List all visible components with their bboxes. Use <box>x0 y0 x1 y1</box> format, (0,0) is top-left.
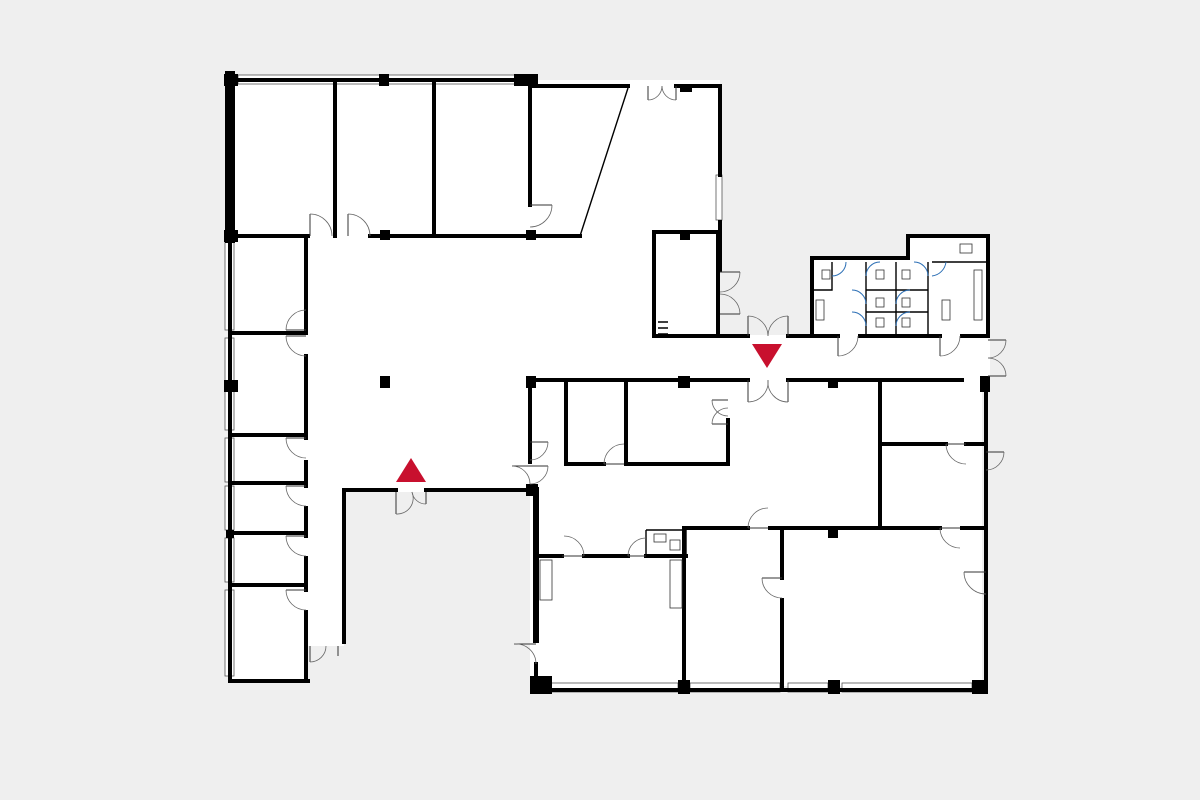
door <box>939 335 961 357</box>
entrance-marker-courtyard <box>396 458 426 482</box>
fixtures <box>539 321 683 609</box>
door <box>511 465 549 485</box>
door <box>309 213 333 237</box>
door <box>761 577 783 599</box>
door <box>529 204 553 228</box>
door <box>837 335 859 357</box>
entrance-markers <box>396 344 782 482</box>
door <box>285 535 307 557</box>
door <box>347 213 371 237</box>
door <box>285 589 307 611</box>
door <box>985 451 1005 471</box>
door <box>285 437 307 459</box>
door <box>963 571 987 595</box>
door <box>987 339 1007 377</box>
door <box>395 491 427 515</box>
door <box>747 315 789 337</box>
door <box>945 443 967 465</box>
door <box>747 507 769 529</box>
door <box>529 441 549 461</box>
door <box>627 537 647 557</box>
door <box>711 399 729 425</box>
door <box>562 535 585 557</box>
door <box>647 85 677 101</box>
door <box>719 271 741 315</box>
door <box>309 645 339 663</box>
door <box>513 643 537 665</box>
entrance-marker-corridor-north <box>752 344 782 368</box>
door <box>285 309 307 357</box>
door <box>603 443 625 465</box>
doors <box>285 85 1007 665</box>
pillars <box>224 74 990 694</box>
door <box>285 485 307 507</box>
door <box>747 379 789 403</box>
floor-area <box>230 80 990 686</box>
door <box>939 527 961 549</box>
wc-partitions <box>812 243 986 334</box>
